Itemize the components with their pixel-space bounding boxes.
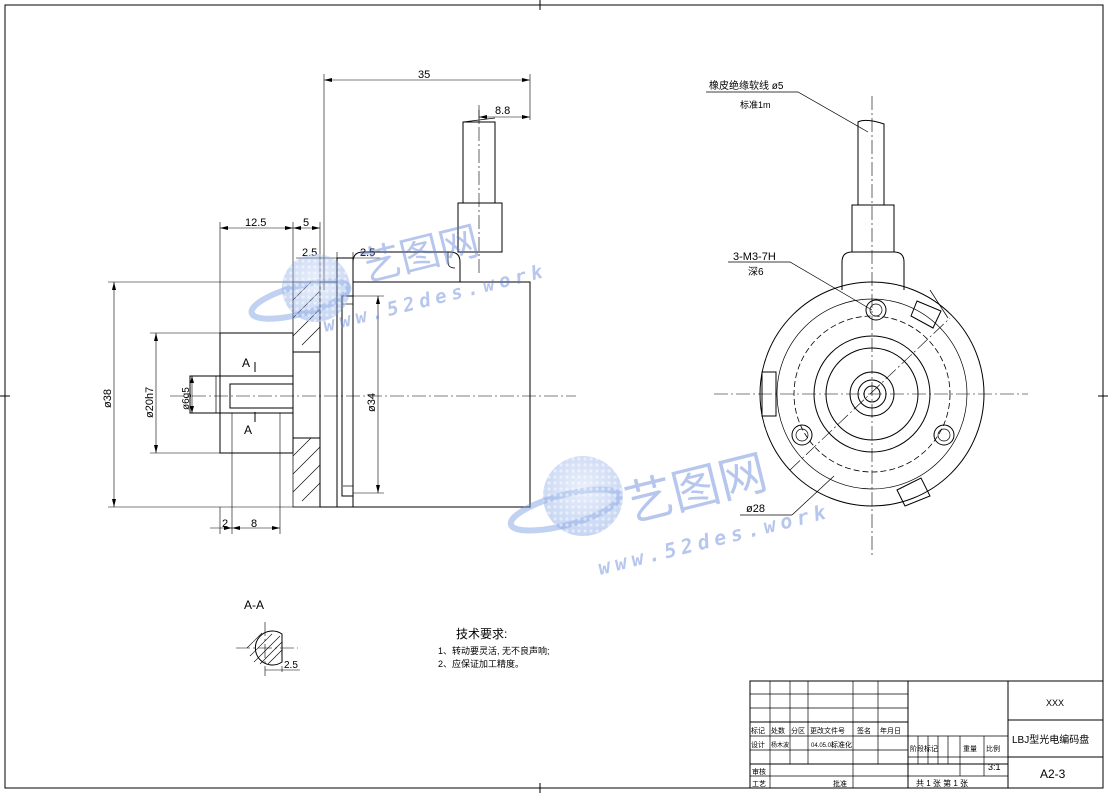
dim-8: 8 [251,518,257,530]
front-view: A A 35 8.8 12.5 5 2.5 2.5 [102,69,576,534]
section-mark-top: A [242,356,250,370]
notes-title: 技术要求: [456,627,507,641]
header-count: 处数 [771,726,785,735]
row-process: 工艺 [752,780,766,788]
header-scale: 比例 [986,744,1000,753]
dim-diameter-38: ø38 [102,389,114,408]
header-mark: 标记 [751,726,765,735]
scale-value: 3:1 [988,762,1001,772]
callout-thread-line1: 3-M3-7H [733,251,776,263]
watermark-lower: 艺图网 www.52des.work [507,444,833,580]
dim-body-12-5: 12.5 [245,217,266,229]
header-date: 年月日 [880,726,901,735]
design-date: 04.05.01 [811,743,835,749]
sheet-count: 共 1 张 第 1 张 [916,778,968,788]
dim-diameter-34: ø34 [366,393,378,412]
header-change-doc: 更改文件号 [810,726,845,735]
row-design: 设计 [751,740,765,749]
drawing-number: A2-3 [1040,767,1066,781]
notes-item-1: 1、转动要灵活, 无不良声响; [438,645,550,656]
technical-notes: 技术要求: 1、转动要灵活, 无不良声响; 2、应保证加工精度。 [438,627,550,669]
dim-gap-right: 2.5 [360,247,375,259]
callout-cable-line1: 橡皮绝缘软线 ø5 [709,79,784,92]
row-approve: 批准 [833,779,847,788]
row-standard: 标准化 [831,740,852,749]
dim-section-flat: 2.5 [284,660,298,671]
notes-item-2: 2、应保证加工精度。 [438,658,524,669]
callout-cable-line2: 标准1m [740,99,771,110]
section-title: A-A [244,598,264,612]
section-mark-bottom: A [244,423,252,437]
company-name: XXX [1046,698,1064,708]
section-aa-view: A-A 2.5 [236,598,300,676]
dim-overall-length: 35 [418,69,430,81]
dim-diameter-6g5: ø6g5 [181,387,192,410]
dim-cable-end: 8.8 [495,105,510,117]
row-review: 审核 [752,767,766,776]
dim-flange-5: 5 [303,217,309,229]
header-stage-mark: 阶段标记 [910,744,938,753]
dim-2: 2 [222,518,228,530]
dim-diameter-20h7: ø20h7 [144,387,156,418]
header-sign: 签名 [857,726,871,735]
part-name: LBJ型光电编码盘 [1012,733,1089,746]
designer-name: 杨木波 [771,741,789,749]
mounting-holes [791,299,955,446]
header-weight: 重量 [963,745,977,753]
dim-pcd-28: ø28 [746,503,765,515]
header-zone: 分区 [791,726,805,735]
title-block: XXX LBJ型光电编码盘 A2-3 标记 处数 分区 更改文件号 签名 年月日… [749,680,1104,789]
callout-thread-line2: 深6 [748,266,764,278]
side-view: 橡皮绝缘软线 ø5 标准1m 3-M3-7H 深6 ø28 [706,79,1028,556]
